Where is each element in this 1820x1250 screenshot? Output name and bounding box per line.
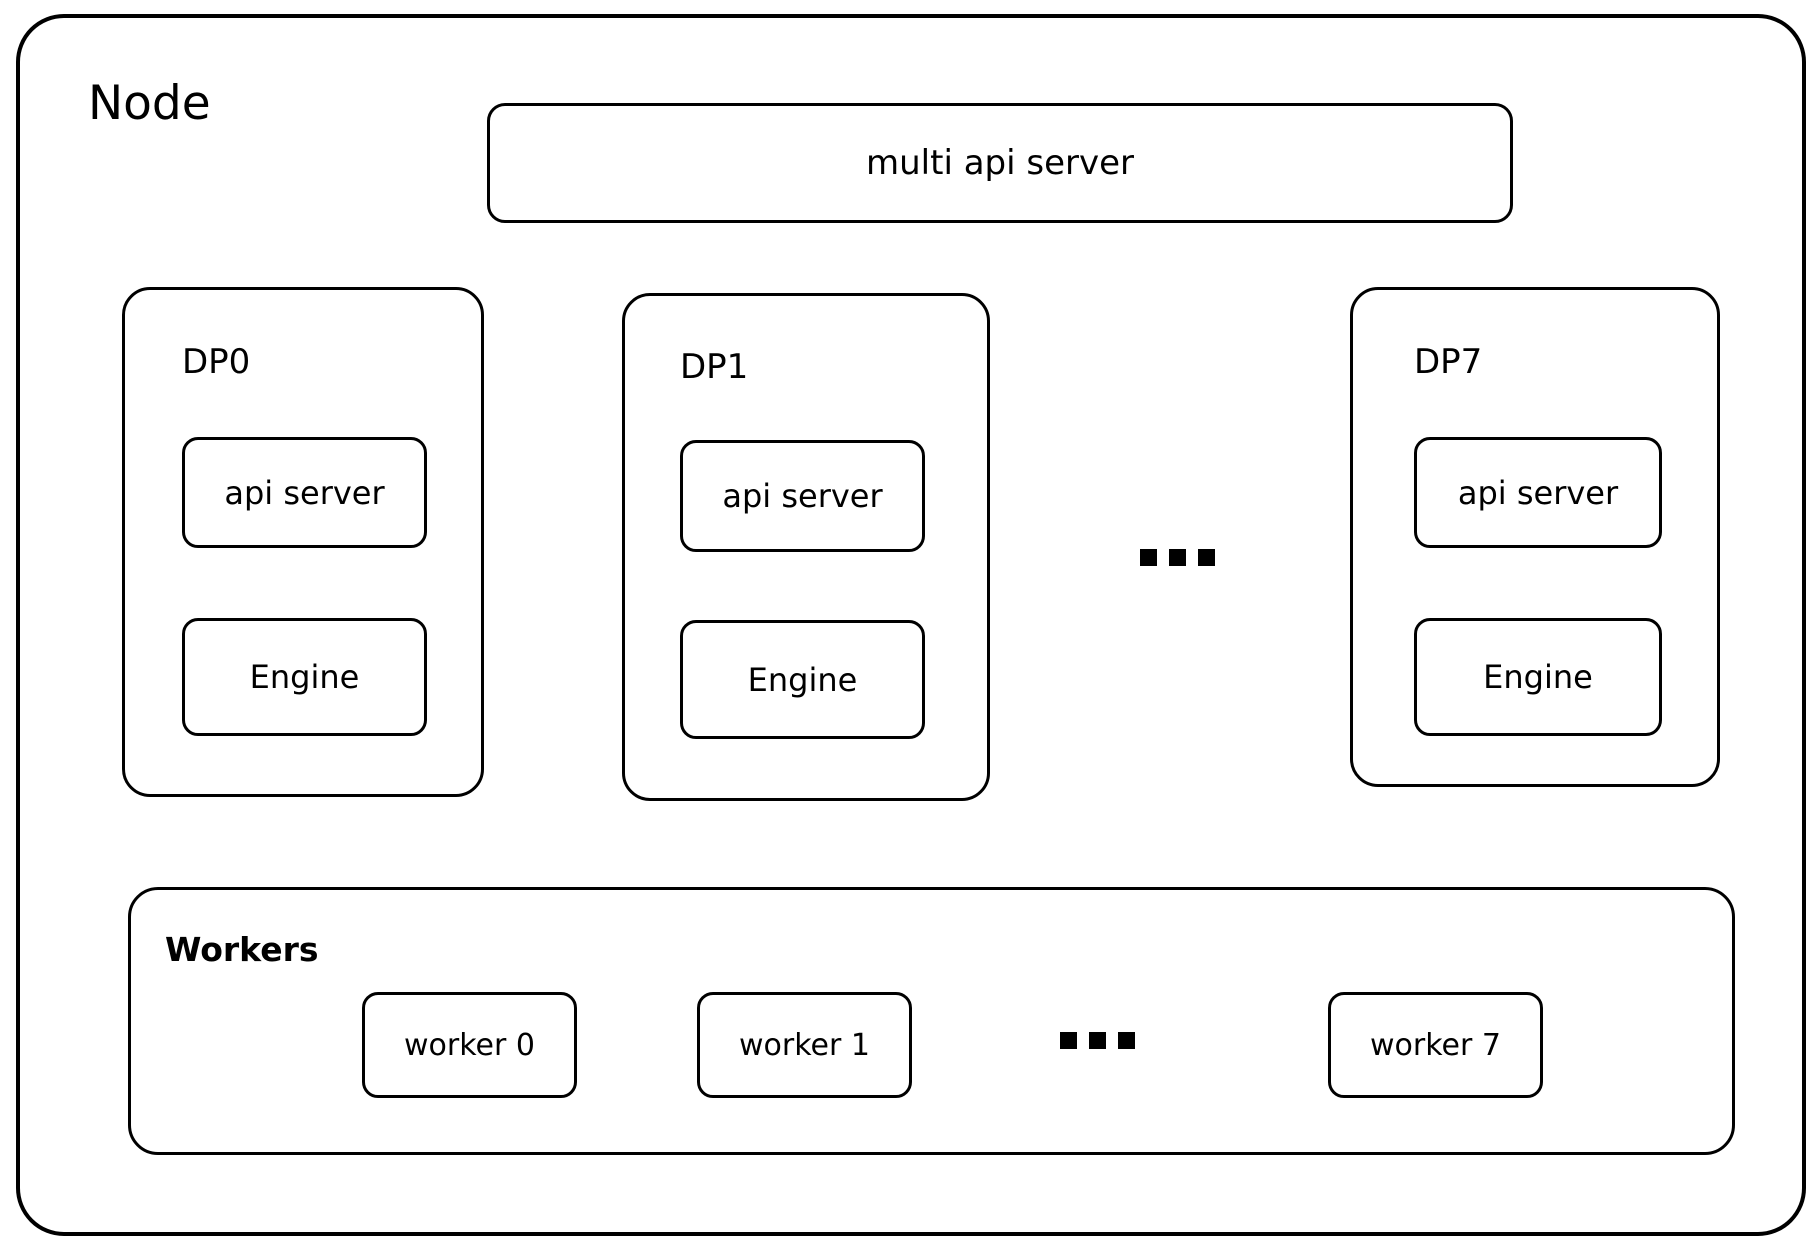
- engine-box-dp0: Engine: [182, 618, 427, 736]
- api-server-label-dp7: api server: [1457, 473, 1619, 512]
- ellipsis-dot: [1089, 1032, 1106, 1049]
- dp-group-label-1: DP1: [680, 347, 749, 387]
- api-server-label-dp0: api server: [224, 473, 385, 512]
- dp-group-label-7: DP7: [1414, 342, 1483, 382]
- api-server-label-dp1: api server: [722, 477, 883, 515]
- worker-box-7: worker 7: [1328, 992, 1543, 1098]
- ellipsis-dot: [1169, 549, 1186, 566]
- node-title: Node: [88, 76, 211, 131]
- ellipsis-dot: [1118, 1032, 1135, 1049]
- workers-ellipsis-icon: [1060, 1032, 1135, 1049]
- workers-panel-title: Workers: [165, 930, 319, 969]
- multi-api-server-box: multi api server: [487, 103, 1513, 223]
- engine-label-dp0: Engine: [249, 658, 360, 696]
- ellipsis-dot: [1140, 549, 1157, 566]
- worker-box-1: worker 1: [697, 992, 912, 1098]
- worker-label-7: worker 7: [1370, 1027, 1501, 1063]
- worker-label-0: worker 0: [404, 1027, 535, 1063]
- dp-group-label-0: DP0: [182, 342, 251, 382]
- engine-box-dp7: Engine: [1414, 618, 1662, 736]
- engine-label-dp1: Engine: [747, 660, 858, 699]
- api-server-box-dp7: api server: [1414, 437, 1662, 548]
- worker-label-1: worker 1: [739, 1027, 870, 1063]
- ellipsis-dot: [1060, 1032, 1077, 1049]
- engine-box-dp1: Engine: [680, 620, 925, 739]
- dp-ellipsis-icon: [1140, 549, 1215, 566]
- api-server-box-dp0: api server: [182, 437, 427, 548]
- engine-label-dp7: Engine: [1483, 658, 1593, 696]
- worker-box-0: worker 0: [362, 992, 577, 1098]
- api-server-box-dp1: api server: [680, 440, 925, 552]
- ellipsis-dot: [1198, 549, 1215, 566]
- multi-api-server-label: multi api server: [866, 143, 1134, 183]
